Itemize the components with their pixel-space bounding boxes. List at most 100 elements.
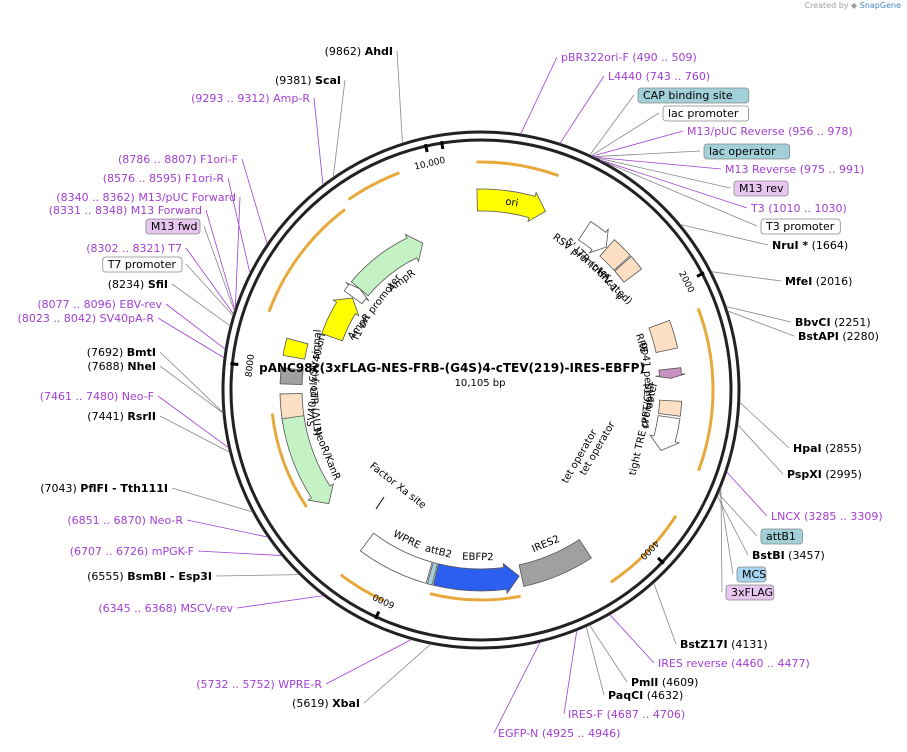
- label-pmli[interactable]: PmlI (4609): [631, 676, 698, 689]
- feature-ebfp[interactable]: [432, 562, 520, 595]
- feature-ori[interactable]: [476, 188, 547, 223]
- feature-f1ori[interactable]: [321, 297, 360, 342]
- leader-line: [589, 94, 635, 156]
- label-iresrev[interactable]: IRES reverse (4460 .. 4477): [658, 657, 810, 670]
- label-m13pucrev[interactable]: M13/pUC Reverse (956 .. 978): [687, 125, 853, 138]
- label-m13puc-fwd[interactable]: (8340 .. 8362) M13/pUC Forward: [56, 191, 236, 204]
- leader-line: [589, 624, 628, 683]
- feature-label-ori: ori: [504, 197, 519, 210]
- feature-label-ebfp: EBFP2: [462, 552, 494, 564]
- tick-mark: [656, 556, 665, 565]
- label-box-lacop[interactable]: [703, 143, 790, 160]
- label-ampr[interactable]: (9293 .. 9312) Amp-R: [191, 92, 310, 105]
- label-lncx[interactable]: LNCX (3285 .. 3309): [771, 510, 883, 523]
- leader-line: [203, 225, 235, 312]
- label-nrui[interactable]: NruI * (1664): [772, 239, 848, 252]
- label-attb1: attB1: [766, 530, 796, 543]
- leader-line: [726, 306, 792, 323]
- label-f1ori-r[interactable]: (8576 .. 8595) F1ori-R: [103, 172, 225, 185]
- label-m13reverse[interactable]: M13 Reverse (975 .. 991): [725, 163, 864, 176]
- label-t7[interactable]: (8302 .. 8321) T7: [86, 242, 182, 255]
- label-lacprom: lac promoter: [668, 107, 739, 120]
- leader-line: [185, 263, 234, 316]
- label-rsrii[interactable]: (7441) RsrII: [87, 410, 156, 423]
- factor-xa-mark: [375, 496, 385, 510]
- label-sfii[interactable]: (8234) SfiI: [108, 278, 168, 291]
- leader-line: [520, 56, 558, 135]
- label-wprer[interactable]: (5732 .. 5752) WPRE-R: [196, 678, 322, 691]
- feature-tre[interactable]: [649, 415, 681, 451]
- label-neof[interactable]: (7461 .. 7480) Neo-F: [40, 390, 154, 403]
- feature-rre[interactable]: [648, 319, 679, 354]
- label-box-t3promoter[interactable]: [760, 218, 841, 235]
- feature-hiv[interactable]: [614, 255, 643, 283]
- feature-rsv[interactable]: [578, 220, 609, 254]
- orf-arrows: [267, 160, 715, 603]
- feature-cppt[interactable]: [658, 399, 683, 417]
- label-mpgkf[interactable]: (6707 .. 6726) mPGK-F: [70, 545, 194, 558]
- label-egfpn[interactable]: EGFP-N (4925 .. 4946): [498, 727, 620, 740]
- leader-line: [332, 79, 346, 178]
- label-sv40par[interactable]: (8023 .. 8042) SV40pA-R: [18, 312, 155, 325]
- label-neor[interactable]: (6851 .. 6870) Neo-R: [67, 514, 183, 527]
- snapgene-logo-icon: ◆: [851, 1, 858, 10]
- label-bsmbi[interactable]: (6555) BsmBI - Esp3I: [87, 570, 212, 583]
- label-ebvrev[interactable]: (8077 .. 8096) EBV-rev: [37, 298, 162, 311]
- label-iresf[interactable]: IRES-F (4687 .. 4706): [568, 708, 685, 721]
- label-xbai[interactable]: (5619) XbaI: [292, 697, 360, 710]
- label-box-m13fwd[interactable]: [145, 218, 201, 235]
- label-mfei[interactable]: MfeI (2016): [785, 275, 852, 288]
- leader-line: [737, 424, 784, 475]
- label-box-capbind[interactable]: [637, 87, 750, 104]
- leader-line: [591, 112, 660, 156]
- leader-line: [185, 247, 234, 315]
- feature-ampr[interactable]: [350, 233, 424, 297]
- label-capbind: CAP binding site: [643, 89, 733, 102]
- label-bstapi[interactable]: BstAPI (2280): [798, 330, 879, 343]
- label-m13-forward[interactable]: (8331 .. 8348) M13 Forward: [49, 204, 202, 217]
- feature-sv40ori[interactable]: [282, 337, 309, 360]
- feature-ltr5[interactable]: [599, 239, 631, 271]
- label-nhei[interactable]: (7688) NheI: [87, 360, 156, 373]
- label-box-m13rev[interactable]: [733, 180, 789, 197]
- label-box-lacprom[interactable]: [662, 105, 749, 122]
- leader-line: [186, 519, 268, 538]
- leader-line: [159, 415, 230, 453]
- feature-neokan[interactable]: [281, 415, 334, 505]
- leader-line: [600, 159, 758, 227]
- label-box-mcs[interactable]: [736, 566, 767, 583]
- label-scai[interactable]: (9381) ScaI: [275, 74, 341, 87]
- tick-mark: [374, 610, 381, 620]
- label-box-t7promoter[interactable]: [102, 256, 183, 273]
- annotation-labels: (9862) AhdI (9381) ScaI (9293 .. 9312) Amp…: [18, 45, 883, 740]
- label-mscvrev[interactable]: (6345 .. 6368) MSCV-rev: [98, 602, 233, 615]
- leader-line: [711, 271, 782, 282]
- feature-sv40pa[interactable]: [279, 367, 304, 386]
- feature-gp41[interactable]: [655, 367, 686, 379]
- orf-arc: [267, 208, 346, 313]
- leader-line: [559, 75, 605, 144]
- label-bstbi[interactable]: BstBI (3457): [752, 549, 825, 562]
- label-bstz17i[interactable]: BstZ17I (4131): [680, 638, 768, 651]
- feature-ires[interactable]: [518, 539, 592, 587]
- feature-wpre[interactable]: [359, 532, 433, 584]
- tick-mark: [696, 271, 705, 278]
- tick-mark: [423, 143, 429, 153]
- label-pbr322ori[interactable]: pBR322ori-F (490 .. 509): [561, 51, 697, 64]
- label-hpai[interactable]: HpaI (2855): [793, 442, 862, 455]
- feature-attb2[interactable]: [426, 562, 438, 586]
- label-box-3xflag[interactable]: [725, 584, 775, 601]
- label-f1ori-f[interactable]: (8786 .. 8807) F1ori-F: [118, 153, 238, 166]
- feature-ampprom[interactable]: [343, 281, 370, 305]
- label-bmti[interactable]: (7692) BmtI: [87, 346, 156, 359]
- leader-line: [396, 50, 403, 144]
- label-paqci[interactable]: PaqCI (4632): [608, 689, 683, 702]
- label-l4440[interactable]: L4440 (743 .. 760): [608, 70, 710, 83]
- label-ahdi[interactable]: (9862) AhdI: [325, 45, 393, 58]
- label-box-attb1[interactable]: [760, 528, 803, 545]
- label-pspxi[interactable]: PspXI (2995): [787, 468, 862, 481]
- label-t3[interactable]: T3 (1010 .. 1030): [750, 202, 847, 215]
- tick-label: 2000: [676, 270, 696, 295]
- label-bbvci[interactable]: BbvCI (2251): [795, 316, 871, 329]
- label-pflfi[interactable]: (7043) PflFI - Tth111I: [40, 482, 168, 495]
